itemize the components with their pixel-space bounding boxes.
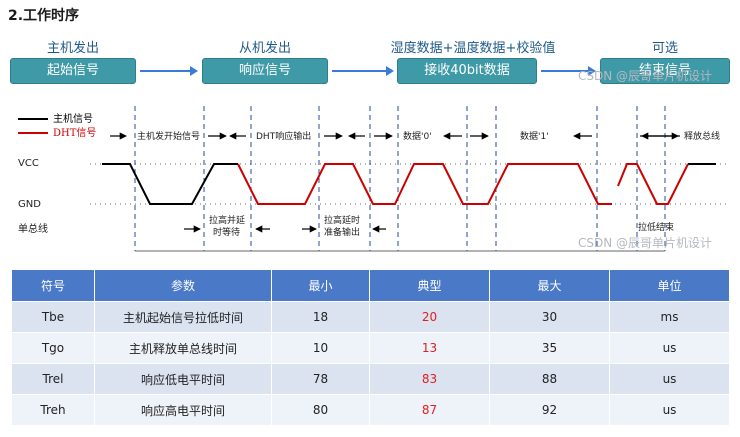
cell-typical: 13: [369, 332, 490, 364]
stage-1-box: 起始信号: [10, 58, 136, 84]
watermark-top: CSDN @辰哥单片机设计: [578, 69, 713, 83]
cell-typical: 87: [369, 394, 490, 426]
col-header-symbol: 符号: [11, 269, 95, 302]
label-pull-low-end: 拉低结束: [638, 221, 674, 233]
cell-parameter: 响应高电平时间: [94, 394, 272, 426]
timing-dividers: [134, 106, 666, 251]
stage-2-box: 响应信号: [202, 58, 328, 84]
table-row: Trel 响应低电平时间 78 83 88 us: [11, 363, 730, 395]
label-release-bus: 释放总线: [684, 130, 720, 142]
col-header-parameter: 参数: [94, 269, 272, 302]
cell-unit: ms: [609, 301, 730, 333]
stage-4-box: 结束信号: [600, 58, 730, 84]
cell-parameter: 响应低电平时间: [94, 363, 272, 395]
table-header-row: 符号 参数 最小 典型 最大 单位: [11, 269, 730, 302]
label-dht-response: DHT响应输出: [256, 130, 311, 142]
stage-4-caption: 可选: [651, 41, 678, 56]
cell-min: 18: [271, 301, 370, 333]
gnd-label: GND: [18, 199, 41, 210]
legend-host-label: 主机信号: [53, 112, 93, 125]
timing-parameter-table: 符号 参数 最小 典型 最大 单位 Tbe 主机起始信号拉低时间 18 20 3…: [11, 269, 730, 426]
flow-arrow-2: [332, 66, 394, 76]
label-prepare-output-2: 准备输出: [324, 226, 360, 238]
cell-parameter: 主机释放单总线时间: [94, 332, 272, 364]
label-data-1: 数据'1': [520, 130, 549, 142]
cell-symbol: Tbe: [11, 301, 95, 333]
cell-max: 88: [489, 363, 610, 395]
section-heading: 2.工作时序: [8, 8, 80, 24]
label-pull-high-wait-1: 拉高并延: [209, 214, 245, 226]
table-row: Tbe 主机起始信号拉低时间 18 20 30 ms: [11, 301, 730, 333]
cell-parameter: 主机起始信号拉低时间: [94, 301, 272, 333]
cell-min: 78: [271, 363, 370, 395]
cell-min: 10: [271, 332, 370, 364]
label-prepare-output-1: 拉高延时: [324, 214, 360, 226]
cell-unit: us: [609, 332, 730, 364]
stage-2-caption: 从机发出: [238, 41, 291, 56]
stage-3-caption: 湿度数据+温度数据+校验值: [390, 41, 556, 56]
bus-label: 单总线: [18, 222, 48, 235]
cell-unit: us: [609, 363, 730, 395]
cell-symbol: Tgo: [11, 332, 95, 364]
flow-arrow-3: [541, 66, 596, 76]
cell-min: 80: [271, 394, 370, 426]
table-row: Treh 响应高电平时间 80 87 92 us: [11, 394, 730, 426]
cell-unit: us: [609, 394, 730, 426]
legend-dht-label: DHT信号: [53, 127, 96, 139]
cell-max: 30: [489, 301, 610, 333]
timing-diagram: 主机信号 DHT信号 VCC GND 单总线: [18, 106, 730, 252]
col-header-min: 最小: [271, 269, 370, 302]
cell-max: 35: [489, 332, 610, 364]
cell-symbol: Treh: [11, 394, 95, 426]
flow-arrow-1: [140, 66, 198, 76]
cell-typical: 20: [369, 301, 490, 333]
vcc-label: VCC: [18, 158, 39, 169]
label-data-0: 数据'0': [403, 130, 432, 142]
col-header-typical: 典型: [369, 269, 490, 302]
dht-signal-wave: [237, 163, 612, 205]
col-header-unit: 单位: [609, 269, 730, 302]
stage-1-caption: 主机发出: [46, 41, 99, 56]
cell-symbol: Trel: [11, 363, 95, 395]
host-signal-wave: [102, 163, 238, 205]
table-row: Tgo 主机释放单总线时间 10 13 35 us: [11, 332, 730, 364]
dht-end-wave: [617, 163, 689, 205]
col-header-max: 最大: [489, 269, 610, 302]
label-host-start: 主机发开始信号: [137, 130, 200, 142]
label-pull-high-wait-2: 时等待: [213, 226, 240, 238]
stage-3-box: 接收40bit数据: [397, 58, 537, 84]
watermark-middle: CSDN @辰哥单片机设计: [578, 236, 713, 250]
cell-typical: 83: [369, 363, 490, 395]
cell-max: 92: [489, 394, 610, 426]
